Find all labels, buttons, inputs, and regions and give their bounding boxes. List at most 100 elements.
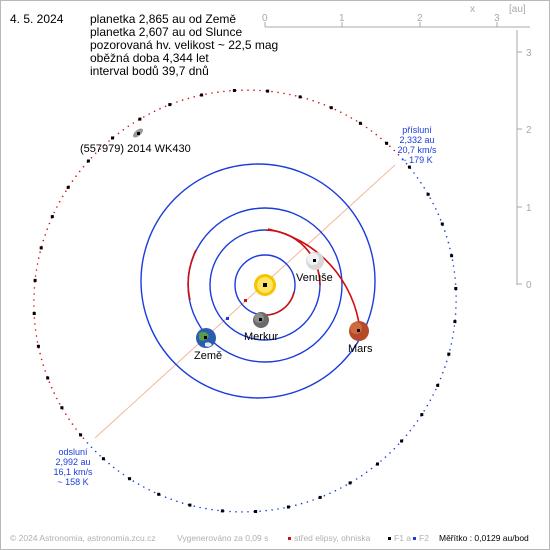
orbit-trace-dot	[181, 99, 184, 101]
orbit-trace-dot	[36, 263, 39, 265]
orbit-trace-dot	[384, 456, 387, 458]
orbit-position-point	[46, 376, 50, 380]
orbit-trace-dot	[176, 101, 178, 103]
orbit-trace-dot	[329, 492, 331, 495]
orbit-trace-dot	[380, 460, 382, 462]
orbit-position-point	[254, 510, 258, 513]
orbit-trace-dot	[193, 505, 196, 508]
orbit-trace-dot	[429, 197, 432, 199]
orbit-trace-dot	[56, 206, 58, 208]
orbit-position-point	[318, 495, 322, 499]
orbit-trace-dot	[265, 509, 267, 512]
orbit-trace-dot	[283, 507, 285, 509]
legend-f2-text: F2	[419, 533, 429, 543]
mercury-planet	[253, 312, 269, 328]
y-tick-3: 3	[526, 48, 532, 59]
orbit-position-point	[50, 215, 54, 219]
date-label: 4. 5. 2024	[10, 12, 64, 26]
perihelion-distance: 2,332 au	[399, 135, 435, 145]
aphelion-speed: 16,1 km/s	[53, 467, 93, 477]
orbit-trace-dot	[164, 105, 167, 108]
orbit-trace-dot	[33, 299, 35, 301]
distance-earth: planetka 2,865 au od Země	[90, 12, 237, 26]
orbit-position-point	[358, 121, 362, 125]
venus-planet	[306, 252, 324, 270]
orbit-position-point	[128, 477, 132, 481]
orbit-trace-dot	[39, 251, 41, 253]
orbit-trace-dot	[143, 116, 145, 118]
orbit-trace-dot	[205, 93, 207, 95]
orbit-trace-dot	[205, 507, 207, 510]
orbit-trace-dot	[170, 498, 172, 501]
orbit-trace-dot	[439, 377, 442, 380]
aphelion-info: odsluní 2,992 au 16,1 km/s ~ 158 K	[48, 447, 98, 487]
orbit-trace-dot	[306, 501, 309, 503]
orbit-trace-dot	[409, 429, 412, 432]
legend-center-marker	[288, 537, 291, 540]
y-tick-0: 0	[526, 280, 532, 291]
orbit-trace-dot	[380, 137, 382, 140]
mercury-label: Merkur	[244, 331, 279, 343]
asteroid-orbit	[32, 89, 458, 513]
ellipse-center-marker	[244, 299, 247, 302]
orbit-trace-dot	[413, 425, 415, 427]
orbit-trace-dot	[389, 145, 391, 148]
orbit-trace-dot	[241, 89, 243, 91]
orbit-trace-dot	[78, 170, 81, 173]
orbit-trace-dot	[453, 271, 456, 273]
orbit-trace-dot	[217, 509, 219, 512]
perihelion-temp: ~ 179 K	[401, 155, 433, 165]
orbit-trace-dot	[393, 149, 396, 152]
orbit-trace-dot	[86, 442, 89, 444]
orbit-trace-dot	[61, 195, 64, 198]
orbit-trace-dot	[75, 428, 77, 430]
point-interval: interval bodů 39,7 dnů	[90, 64, 209, 78]
orbit-trace-dot	[82, 437, 85, 440]
orbit-trace-dot	[277, 91, 279, 94]
orbit-trace-dot	[71, 423, 74, 425]
orbit-trace-dot	[217, 91, 219, 93]
orbit-position-point	[32, 312, 36, 315]
orbit-position-point	[426, 192, 430, 196]
orbit-trace-dot	[211, 508, 213, 511]
orbit-trace-dot	[435, 208, 437, 210]
orbit-trace-dot	[44, 234, 46, 236]
orbit-trace-dot	[365, 126, 368, 129]
x-axis-label: x	[470, 4, 475, 15]
orbit-trace-dot	[420, 182, 422, 184]
orbit-trace-dot	[33, 287, 36, 289]
sun	[254, 274, 276, 296]
orbit-trace-dot	[35, 269, 38, 271]
orbit-trace-dot	[426, 404, 429, 407]
orbit-trace-dot	[94, 152, 97, 155]
orbit-trace-dot	[397, 153, 400, 156]
orbit-trace-dot	[447, 241, 450, 244]
orbit-trace-dot	[452, 265, 455, 267]
orbit-position-point	[232, 89, 236, 92]
orbit-trace-dot	[323, 494, 326, 497]
orbit-trace-dot	[193, 96, 195, 98]
orbit-position-point	[33, 278, 37, 282]
orbit-trace-dot	[345, 114, 348, 116]
orbit-trace-dot	[34, 275, 37, 277]
orbit-trace-dot	[199, 506, 201, 509]
magnitude: pozorovaná hv. velikost ~ 22,5 mag	[90, 38, 279, 52]
orbit-trace-dot	[453, 325, 456, 327]
orbit-trace-dot	[423, 410, 426, 412]
orbit-trace-dot	[65, 190, 67, 192]
earth-planet	[196, 328, 216, 348]
orbit-trace-dot	[39, 352, 41, 355]
orbit-trace-dot	[334, 489, 337, 492]
orbit-trace-dot	[90, 156, 93, 159]
orbit-trace-dot	[449, 247, 451, 250]
orbit-position-point	[111, 136, 114, 140]
orbit-position-point	[36, 344, 40, 348]
asteroid-body	[133, 128, 143, 138]
orbit-position-point	[454, 287, 458, 290]
asteroid-name: (557979) 2014 WK430	[80, 143, 191, 155]
orbit-trace-dot	[159, 107, 161, 110]
orbit-position-point	[348, 481, 352, 485]
orbit-trace-dot	[108, 462, 110, 465]
distance-sun: planetka 2,607 au od Slunce	[90, 25, 243, 39]
orbit-trace-dot	[370, 467, 373, 470]
